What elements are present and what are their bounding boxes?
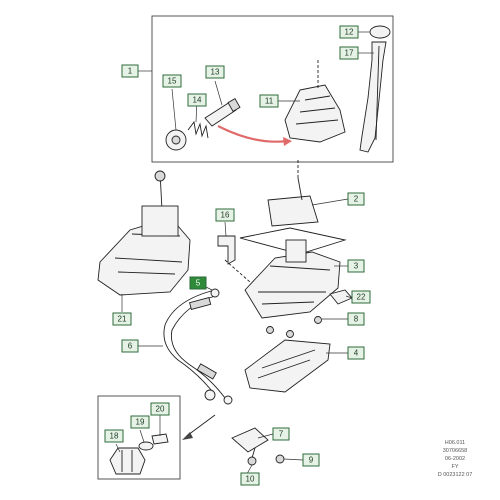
svg-text:14: 14 (193, 96, 202, 105)
svg-text:1: 1 (128, 67, 133, 76)
ring-part-19 (138, 441, 154, 451)
callout-4[interactable]: 4 (347, 346, 365, 360)
bolt-part-10 (247, 456, 257, 466)
callout-6[interactable]: 6 (121, 339, 139, 353)
svg-text:18: 18 (110, 432, 119, 441)
callout-8[interactable]: 8 (347, 312, 365, 326)
bottom-detail-frame (97, 395, 181, 480)
callout-5[interactable]: 5 (189, 276, 207, 290)
callout-14[interactable]: 14 (187, 93, 207, 107)
callout-1[interactable]: 1 (121, 64, 139, 78)
svg-text:13: 13 (211, 68, 220, 77)
callout-16[interactable]: 16 (215, 208, 235, 222)
bottom-plate-part (244, 339, 331, 393)
knob-cap-part (369, 25, 391, 39)
callout-15[interactable]: 15 (162, 74, 182, 88)
callout-21[interactable]: 21 (112, 312, 132, 326)
ref-line-1: H06.011 (445, 440, 465, 446)
ref-line-2: 30706658 (443, 448, 467, 454)
callout-3[interactable]: 3 (347, 259, 365, 273)
svg-text:4: 4 (354, 349, 359, 358)
svg-text:15: 15 (168, 77, 177, 86)
top-detail-frame (151, 15, 394, 163)
callout-2[interactable]: 2 (347, 192, 365, 206)
bracket-part-7 (231, 427, 269, 453)
gear-boot-part (284, 84, 346, 143)
callout-13[interactable]: 13 (205, 65, 225, 79)
svg-text:10: 10 (246, 475, 255, 484)
svg-text:6: 6 (128, 342, 133, 351)
shift-cable (163, 289, 216, 396)
callout-10[interactable]: 10 (240, 472, 260, 486)
svg-text:21: 21 (118, 315, 127, 324)
svg-text:20: 20 (156, 405, 165, 414)
svg-text:11: 11 (265, 97, 274, 106)
callout-17[interactable]: 17 (339, 46, 359, 60)
ref-line-5: D 0023122 07 (438, 472, 473, 478)
svg-text:16: 16 (221, 211, 230, 220)
top-plate-part (267, 195, 319, 227)
callout-12[interactable]: 12 (339, 25, 359, 39)
callout-11[interactable]: 11 (259, 94, 279, 108)
callout-19[interactable]: 19 (130, 415, 150, 429)
callout-20[interactable]: 20 (150, 402, 170, 416)
reference-block: H06.011 30706658 06-2002 FY D 0023122 07 (438, 440, 473, 478)
bolt-part-8 (266, 326, 274, 334)
callout-18[interactable]: 18 (104, 429, 124, 443)
gear-lever-part (359, 41, 387, 153)
shift-housing-3 (244, 251, 341, 319)
spring-part (187, 120, 209, 139)
svg-text:19: 19 (136, 418, 145, 427)
bush-part-18 (109, 447, 146, 475)
svg-text:3: 3 (354, 262, 359, 271)
callout-9[interactable]: 9 (302, 453, 320, 467)
svg-text:17: 17 (345, 49, 354, 58)
callout-7[interactable]: 7 (272, 427, 290, 441)
ref-line-4: FY (451, 464, 458, 470)
svg-text:7: 7 (279, 430, 284, 439)
clip-part-16 (217, 235, 236, 265)
svg-text:22: 22 (357, 293, 366, 302)
svg-text:9: 9 (309, 456, 314, 465)
ref-line-3: 06-2002 (445, 456, 465, 462)
svg-text:12: 12 (345, 28, 354, 37)
svg-text:5: 5 (196, 279, 201, 288)
detail-arrow (187, 414, 216, 436)
svg-text:2: 2 (354, 195, 359, 204)
svg-text:8: 8 (354, 315, 359, 324)
callout-22[interactable]: 22 (351, 290, 371, 304)
clip-part-20 (151, 433, 169, 445)
assembly-arrow (217, 125, 289, 143)
bolt-part-9 (275, 454, 285, 464)
gasket-part (239, 227, 347, 255)
